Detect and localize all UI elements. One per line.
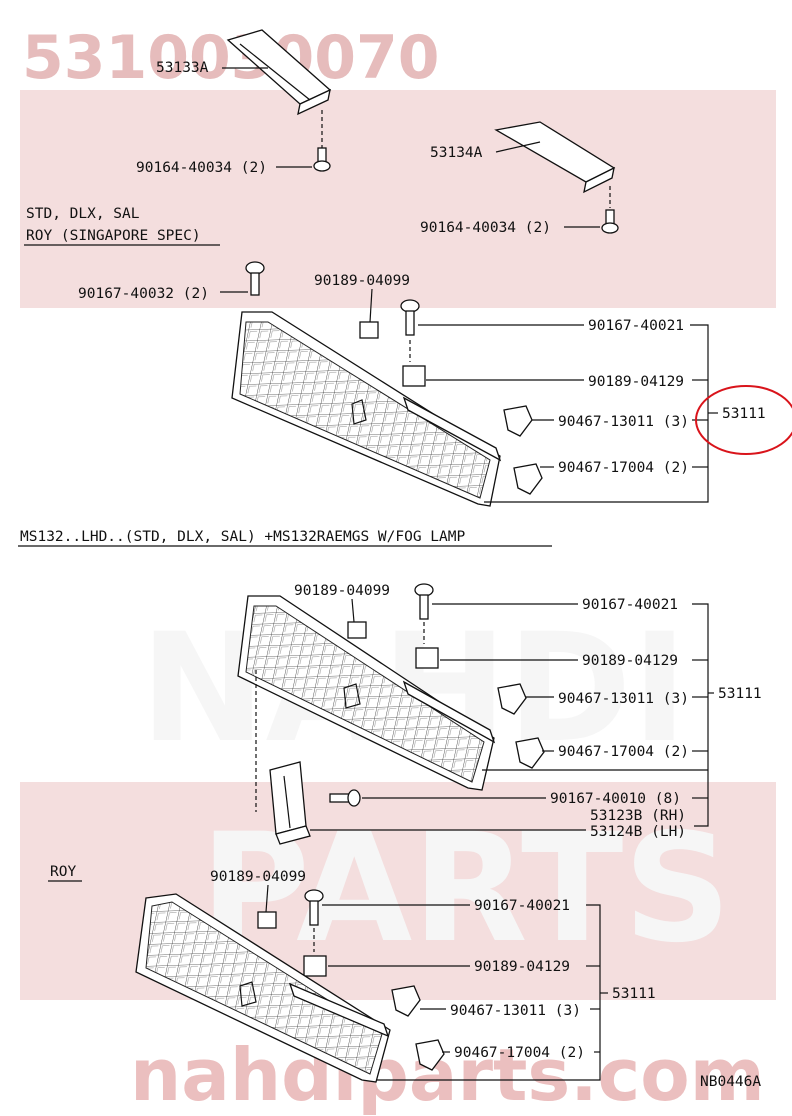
label-90189-04099-mid: 90189-04099 [294, 583, 390, 599]
clip-icon [513, 463, 543, 495]
highlight-circle [695, 385, 792, 455]
label-90467-13011-bot: 90467-13011 (3) [450, 1003, 581, 1019]
label-90467-17004-bot: 90467-17004 (2) [454, 1045, 585, 1061]
grille-middle [237, 595, 496, 791]
label-53123b: 53123B (RH) [590, 808, 686, 824]
label-90164-40034-b: 90164-40034 (2) [420, 220, 551, 236]
label-90167-40010: 90167-40010 (8) [550, 791, 681, 807]
grille-bottom [135, 893, 391, 1083]
clip-icon [347, 621, 367, 639]
label-90167-40021-mid: 90167-40021 [582, 597, 678, 613]
label-90467-13011-mid: 90467-13011 (3) [558, 691, 689, 707]
nut-icon [415, 647, 439, 669]
clip-icon [515, 737, 545, 769]
clip-icon [415, 1039, 445, 1071]
clip-icon [503, 405, 533, 437]
clip-icon [257, 911, 277, 929]
middle-header: MS132..LHD..(STD, DLX, SAL) +MS132RAEMGS… [20, 529, 465, 545]
label-53134a: 53134A [430, 145, 483, 161]
label-90189-04099-bot: 90189-04099 [210, 869, 306, 885]
bolt-icon [329, 789, 361, 807]
variant-line-2: ROY (SINGAPORE SPEC) [26, 228, 201, 244]
label-90467-17004-top: 90467-17004 (2) [558, 460, 689, 476]
label-90167-40021-bot: 90167-40021 [474, 898, 570, 914]
lamp-bracket [269, 761, 311, 845]
label-53111-top: 53111 [722, 406, 766, 422]
diagram-code: NB0446A [700, 1074, 761, 1090]
label-90167-40021-top: 90167-40021 [588, 318, 684, 334]
label-53124b: 53124B (LH) [590, 824, 686, 840]
clip-icon [497, 683, 527, 715]
label-53111-bot: 53111 [612, 986, 656, 1002]
bolt-icon [601, 209, 619, 234]
nut-icon [402, 365, 426, 387]
section-middle: MS132..LHD..(STD, DLX, SAL) +MS132RAEMGS… [18, 529, 762, 845]
watermark-layer: NAHDI PARTS 5310030070 nahdiparts.com [20, 23, 776, 1116]
label-53133a: 53133A [156, 60, 209, 76]
bolt-icon [304, 889, 324, 926]
clip-icon [391, 985, 421, 1017]
label-53111-mid: 53111 [718, 686, 762, 702]
label-90189-04099-top: 90189-04099 [314, 273, 410, 289]
section-bottom: ROY 90189-04099 90167-40021 90189-04129 … [48, 864, 761, 1090]
watermark-url: nahdiparts.com [130, 1033, 765, 1116]
label-90189-04129-bot: 90189-04129 [474, 959, 570, 975]
label-90189-04129-top: 90189-04129 [588, 374, 684, 390]
watermark-part-number: 5310030070 [22, 23, 439, 93]
variant-line-1: STD, DLX, SAL [26, 206, 140, 222]
nut-icon [303, 955, 327, 977]
bolt-icon [313, 147, 331, 172]
label-90189-04129-mid: 90189-04129 [582, 653, 678, 669]
bolt-icon [414, 583, 434, 620]
label-90467-13011-top: 90467-13011 (3) [558, 414, 689, 430]
clip-icon [359, 321, 379, 339]
label-90167-40032: 90167-40032 (2) [78, 286, 209, 302]
grille-top [231, 311, 502, 507]
bottom-header: ROY [50, 864, 76, 880]
label-90164-40034-a: 90164-40034 (2) [136, 160, 267, 176]
watermark-band-top [20, 90, 776, 308]
bracket-53134a [494, 121, 616, 194]
bolt-icon [400, 299, 420, 336]
bracket-53133a [226, 29, 332, 116]
label-90467-17004-mid: 90467-17004 (2) [558, 744, 689, 760]
bolt-icon [245, 261, 265, 296]
section-top: STD, DLX, SAL ROY (SINGAPORE SPEC) 53133… [24, 29, 792, 507]
